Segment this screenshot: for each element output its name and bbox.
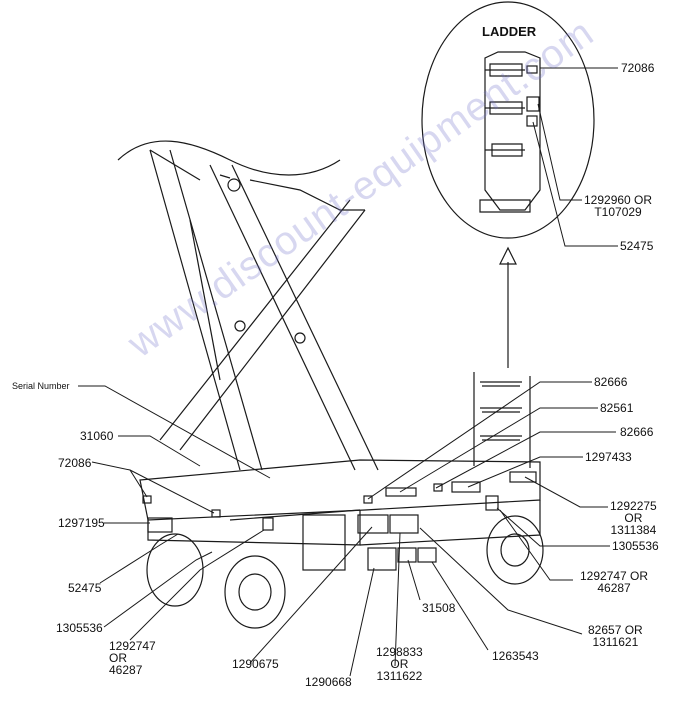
- label-1305536-left: 1305536: [56, 621, 103, 635]
- label-52475-ladder: 52475: [620, 239, 654, 253]
- label-1297433: 1297433: [585, 450, 632, 464]
- label-1263543: 1263543: [492, 649, 539, 663]
- label-1298833: 1298833 OR 1311622: [376, 645, 423, 683]
- label-31508: 31508: [422, 601, 456, 615]
- label-1290675: 1290675: [232, 657, 279, 671]
- label-82561: 82561: [600, 401, 634, 415]
- label-82666-b: 82666: [594, 375, 628, 389]
- label-52475-left: 52475: [68, 581, 102, 595]
- label-1297195: 1297195: [58, 516, 105, 530]
- chassis: [139, 459, 541, 571]
- label-1292275: 1292275 OR 1311384: [610, 499, 657, 537]
- leader-lines: [78, 67, 618, 677]
- arrow-up-icon: [499, 246, 517, 368]
- label-1292960: 1292960 OR T107029: [584, 193, 653, 219]
- cut-line: [117, 140, 341, 176]
- ladder-detail-drawing: [479, 51, 541, 213]
- label-serial-number: Serial Number: [12, 381, 70, 391]
- label-72086-left: 72086: [58, 456, 92, 470]
- label-1292747-left: 1292747 OR 46287: [109, 639, 156, 677]
- ladder-detail-circle: [421, 1, 595, 239]
- scissor-arms: [149, 149, 379, 471]
- label-1305536-right: 1305536: [612, 539, 659, 553]
- label-1290668: 1290668: [305, 675, 352, 689]
- label-82657: 82657 OR 1311621: [588, 623, 643, 649]
- ladder-on-machine: [473, 372, 531, 468]
- label-72086-ladder: 72086: [621, 61, 655, 75]
- ladder-title: LADDER: [482, 24, 537, 39]
- wheels: [146, 515, 544, 629]
- label-82666-a: 82666: [620, 425, 654, 439]
- label-31060: 31060: [80, 429, 114, 443]
- label-1292747-right: 1292747 OR 46287: [580, 569, 649, 595]
